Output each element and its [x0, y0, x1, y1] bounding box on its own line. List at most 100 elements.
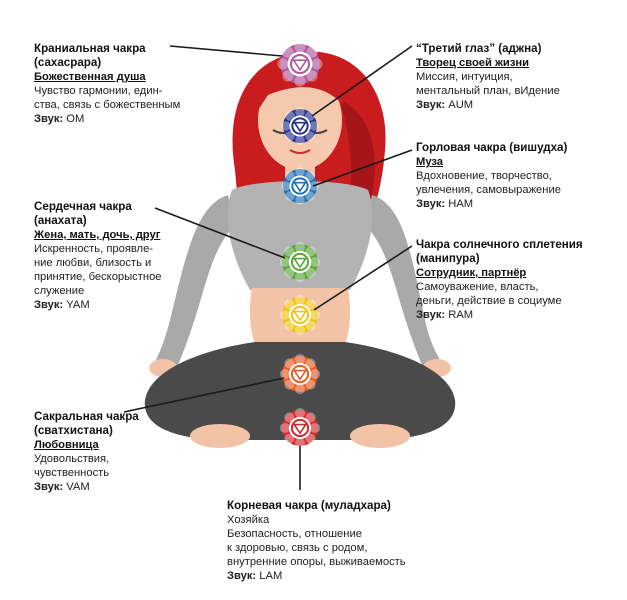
- chakra-title: Корневая чакра (муладхара): [227, 499, 391, 512]
- chakra-sound: Звук: VAM: [34, 481, 90, 493]
- chakra-glyph: [292, 59, 308, 72]
- chakra-petal: [309, 121, 319, 131]
- chakra-core-ring: [290, 305, 310, 325]
- chakra-desc-line: Удовольствия,: [34, 453, 110, 465]
- leader-line-sacral: [123, 377, 285, 413]
- mouth: [289, 149, 311, 154]
- chakra-petal: [295, 167, 305, 177]
- chakra-sound: Звук: AUM: [416, 99, 474, 111]
- chakra-petal: [305, 171, 315, 181]
- chakra-desc-line: Искренность, проявле-: [34, 243, 154, 255]
- chakra-glyph: [293, 121, 307, 133]
- right-foot: [350, 424, 410, 448]
- chakra-petal: [284, 246, 295, 257]
- chakra-petal: [294, 437, 306, 449]
- chakra-sound: Звук: LAM: [227, 570, 283, 582]
- chakra-petal: [309, 256, 321, 268]
- chakra-petal: [305, 320, 316, 331]
- left-arm: [152, 195, 235, 372]
- chakra-role: Творец своей жизни: [416, 57, 530, 69]
- chakra-core-ring: [290, 252, 310, 272]
- chakra-glyph: [292, 310, 308, 322]
- chakra-petal: [285, 111, 295, 121]
- chakra-petal: [295, 135, 305, 145]
- chakra-petal: [284, 299, 295, 310]
- chakra-petal: [305, 358, 316, 369]
- chakra-desc-line: к здоровью, связь с родом,: [227, 542, 368, 554]
- chakra-petal: [294, 353, 306, 365]
- chakra-subtitle: (манипура): [416, 252, 480, 265]
- chakra-petal: [306, 70, 318, 82]
- chakra-core-ring: [291, 117, 309, 135]
- chakra-petal: [279, 368, 291, 380]
- leader-line-solar: [313, 245, 413, 311]
- chakra-desc-line: ние любви, близость и: [34, 257, 152, 269]
- chakra-petal: [294, 383, 306, 395]
- chakra-petal: [305, 191, 315, 201]
- torso: [227, 181, 373, 290]
- chakra-title: Сердечная чакра: [34, 200, 132, 213]
- chakra-desc-line: Безопасность, отношение: [227, 528, 362, 540]
- chakra-sound: Звук: YAM: [34, 299, 90, 311]
- chakra-desc-line: служение: [34, 285, 85, 297]
- chakra-role: Божественная душа: [34, 71, 146, 83]
- chakra-title: Краниальная чакра: [34, 42, 146, 55]
- chakra-petal: [295, 107, 305, 117]
- chakra-role: Хозяйка: [227, 514, 270, 526]
- chakra-petal: [306, 46, 318, 58]
- chakra-symbol-solar: [279, 294, 321, 336]
- chakra-title: Чакра солнечного сплетения: [416, 238, 583, 251]
- chakra-subtitle: (сахасрара): [34, 56, 102, 69]
- chakra-block-sacral: Сакральная чакра (сватхистана) Любовница…: [34, 410, 214, 494]
- chakra-desc-line: внутренние опоры, выживаемость: [227, 556, 406, 568]
- chakra-desc-line: чувственность: [34, 467, 110, 479]
- chakra-title: Сакральная чакра: [34, 410, 139, 423]
- leader-line-heart: [154, 207, 286, 259]
- chakra-symbol-throat: [281, 167, 319, 205]
- chakra-petal: [279, 309, 291, 321]
- chakra-glyph: [292, 423, 308, 435]
- chakra-petal: [305, 131, 315, 141]
- chakra-petal: [282, 70, 294, 82]
- chakra-petal: [294, 271, 306, 283]
- chakra-desc-line: Вдохновение, творчество,: [416, 170, 552, 182]
- chakra-symbol-sacral: [279, 353, 321, 395]
- chakra-block-crown: Краниальная чакра (сахасрара) Божественн…: [34, 42, 224, 126]
- chakra-core-ring: [290, 418, 310, 438]
- chakra-desc-line: ментальный план, вИдение: [416, 85, 560, 97]
- chakra-petal: [305, 267, 316, 278]
- chakra-petal: [311, 58, 323, 70]
- chakra-block-root: Корневая чакра (муладхара) Хозяйка Безоп…: [227, 499, 467, 583]
- chakra-petal: [309, 368, 321, 380]
- chakra-petal: [309, 422, 321, 434]
- chakra-symbol-third-eye: [281, 107, 319, 145]
- chakra-desc-line: Самоуважение, власть,: [416, 281, 539, 293]
- chakra-petal: [309, 309, 321, 321]
- chakra-petal: [294, 294, 306, 306]
- chakra-glyph: [292, 257, 308, 269]
- chakra-petal: [277, 58, 289, 70]
- chakra-petal: [294, 324, 306, 336]
- chakra-desc-line: Чувство гармонии, един-: [34, 85, 163, 97]
- chakra-petal: [281, 121, 291, 131]
- chakra-petal: [284, 379, 295, 390]
- left-foot: [190, 424, 250, 448]
- chakra-desc-line: увлечения, самовыражение: [416, 184, 561, 196]
- chakra-petal: [284, 320, 295, 331]
- chakra-symbol-heart: [279, 241, 321, 283]
- chakra-sound: Звук: HAM: [416, 198, 474, 210]
- chakra-petal: [284, 267, 295, 278]
- chakra-role: Жена, мать, дочь, друг: [34, 229, 161, 241]
- chakra-desc-line: принятие, бескорыстное: [34, 271, 162, 283]
- chakra-block-heart: Сердечная чакра (анахата) Жена, мать, до…: [34, 200, 214, 312]
- chakra-subtitle: (сватхистана): [34, 424, 113, 437]
- chakra-petal: [294, 241, 306, 253]
- chakra-desc-line: деньги, действие в социуме: [416, 295, 562, 307]
- chakra-role: Любовница: [34, 439, 99, 451]
- chakra-sound: Звук: OM: [34, 113, 85, 125]
- chakra-petal: [294, 407, 306, 419]
- chakra-symbol-root: [279, 407, 321, 449]
- chakra-core-ring: [291, 177, 309, 195]
- leader-line-throat: [312, 149, 413, 187]
- chakra-petal: [305, 412, 316, 423]
